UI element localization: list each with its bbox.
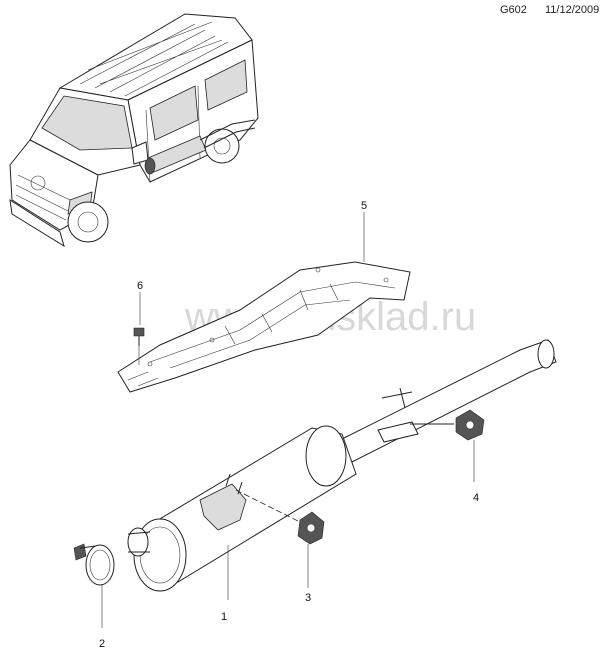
- callout-5: 5: [361, 200, 367, 212]
- rubber-mount-rear: [455, 409, 485, 482]
- rubber-mount-front: [297, 511, 325, 588]
- clamp: [73, 543, 115, 628]
- tail-pipe: [339, 339, 557, 463]
- callout-3: 3: [305, 592, 311, 604]
- callout-1: 1: [221, 611, 227, 623]
- bolt: [133, 327, 145, 365]
- callout-4: 4: [473, 492, 479, 504]
- heat-shield: [117, 261, 411, 393]
- diagram-date: 11/12/2009: [545, 4, 600, 16]
- muffler: [127, 425, 357, 600]
- diagram-code: G602: [500, 4, 527, 16]
- callout-2: 2: [99, 638, 105, 650]
- van-illustration: [9, 13, 259, 248]
- callout-6: 6: [137, 280, 143, 292]
